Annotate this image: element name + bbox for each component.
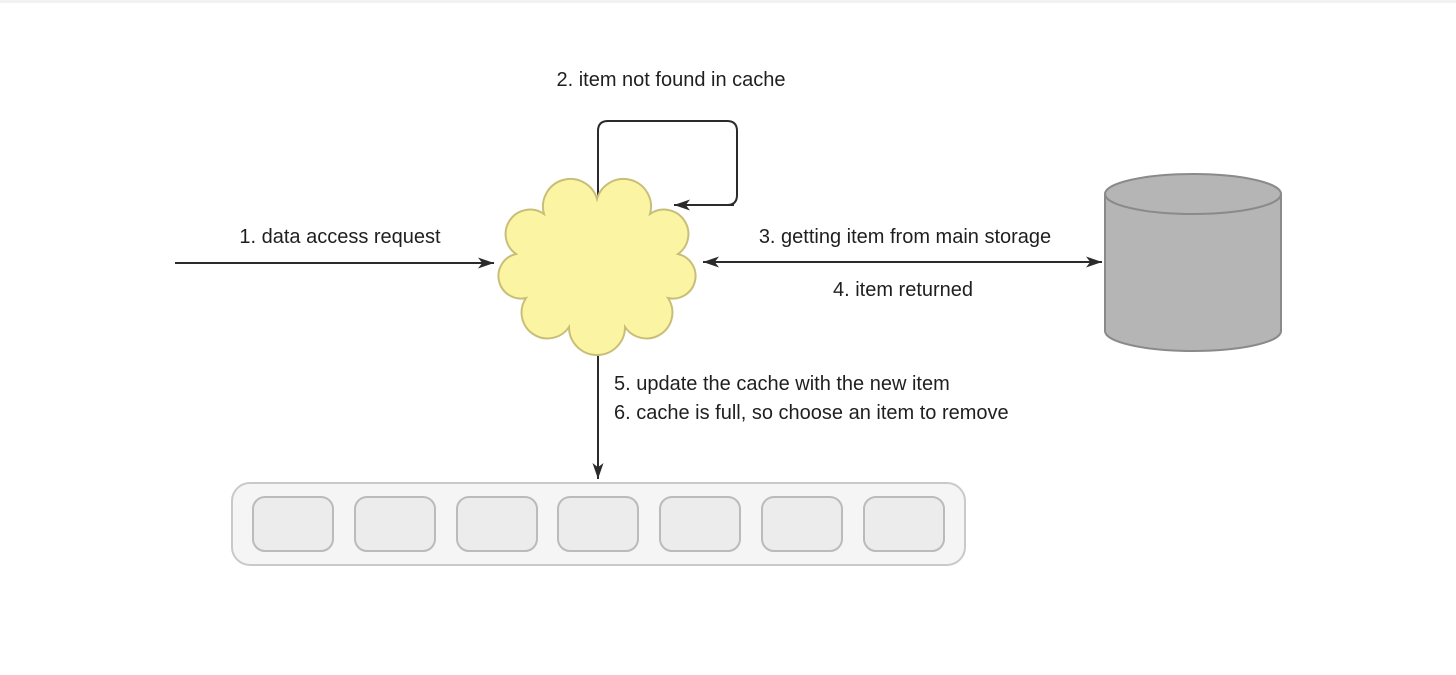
cache-slot <box>863 496 945 552</box>
database-cylinder-top <box>1104 173 1282 215</box>
page-top-strip <box>0 0 1456 3</box>
main-storage-database <box>1104 173 1282 352</box>
cache-slots <box>252 496 945 552</box>
cache-slot <box>354 496 436 552</box>
self-loop-arrow-cache-miss <box>597 120 738 225</box>
database-cylinder-body <box>1104 194 1282 352</box>
label-step3: 3. getting item from main storage <box>759 226 1051 248</box>
cache-slot <box>557 496 639 552</box>
cache-slot <box>761 496 843 552</box>
label-step2: 2. item not found in cache <box>556 69 785 91</box>
label-step6: 6. cache is full, so choose an item to r… <box>614 402 1009 424</box>
cache-process-cloud <box>497 177 697 356</box>
label-step1: 1. data access request <box>239 226 441 248</box>
cache-node <box>231 482 966 566</box>
cache-slot <box>252 496 334 552</box>
label-step5: 5. update the cache with the new item <box>614 373 950 395</box>
label-step4: 4. item returned <box>833 279 973 301</box>
cache-slot <box>659 496 741 552</box>
cache-slot <box>456 496 538 552</box>
